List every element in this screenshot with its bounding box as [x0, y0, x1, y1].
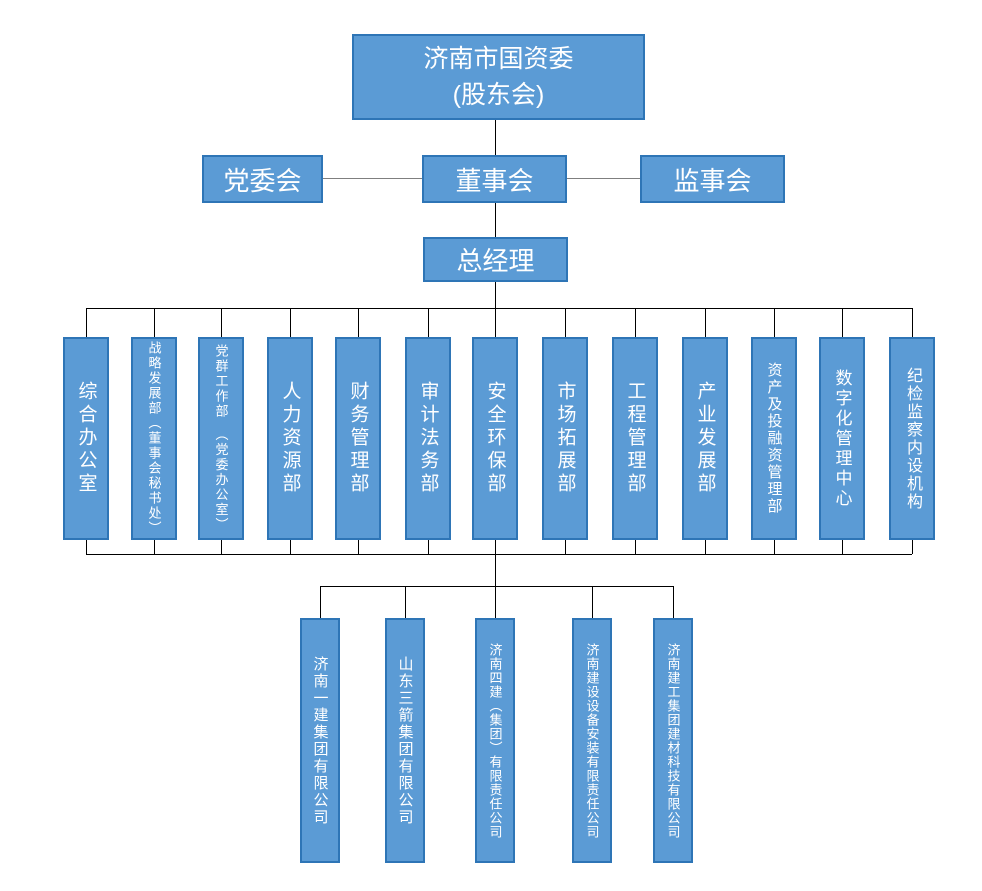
dept-box-finance-management: 财务管理部	[335, 337, 381, 540]
dept-box-human-resources: 人力资源部	[267, 337, 313, 540]
connector-line	[842, 540, 843, 554]
connector-line	[774, 540, 775, 554]
dept-label: 产业发展部	[694, 381, 716, 496]
subsidiary-box-jinan-building-materials-tech: 济南建工集团建材科技有限公司	[653, 618, 693, 863]
connector-line	[290, 308, 291, 337]
dept-label: 安全环保部	[484, 381, 506, 496]
connector-line	[405, 586, 406, 618]
subsidiary-label: 济南四建（集团）有限责任公司	[487, 642, 503, 839]
dept-label: 人力资源部	[279, 381, 301, 496]
dept-label: 数字化管理中心	[832, 368, 852, 509]
connector-line	[323, 178, 422, 179]
connector-line	[705, 540, 706, 554]
node-supervisory-board: 监事会	[640, 155, 785, 203]
connector-line	[86, 540, 87, 554]
dept-box-market-expansion: 市场拓展部	[542, 337, 588, 540]
dept-label: 党群工作部 （党委办公室）	[213, 344, 229, 533]
subsidiary-label: 山东三箭集团有限公司	[396, 655, 414, 826]
dept-label: 综合办公室	[75, 381, 97, 496]
connector-line	[635, 308, 636, 337]
connector-line	[154, 308, 155, 337]
connector-line	[565, 308, 566, 337]
dept-box-industry-development: 产业发展部	[682, 337, 728, 540]
connector-line	[567, 178, 640, 179]
connector-line	[495, 540, 496, 554]
connector-line	[86, 308, 912, 309]
node-party-committee-label: 党委会	[223, 165, 302, 196]
dept-label: 资产及投融资管理部	[765, 362, 783, 515]
node-general-manager-label: 总经理	[456, 246, 535, 276]
node-shareholders-meeting-line1: 济南市国资委	[423, 45, 574, 73]
connector-line	[495, 120, 496, 155]
connector-line	[290, 540, 291, 554]
dept-label: 工程管理部	[624, 381, 646, 496]
subsidiary-box-jinan-construction-equipment: 济南建设设备安装有限责任公司	[572, 618, 612, 863]
node-party-committee: 党委会	[202, 155, 323, 203]
dept-label: 财务管理部	[347, 381, 369, 496]
node-shareholders-meeting: 济南市国资委 (股东会)	[352, 34, 645, 120]
subsidiary-label: 济南建工集团建材科技有限公司	[665, 642, 681, 839]
subsidiary-box-jinan-sijian: 济南四建（集团）有限责任公司	[475, 618, 515, 863]
dept-box-discipline-inspection: 纪检监察内设机构	[889, 337, 935, 540]
dept-box-general-office: 综合办公室	[63, 337, 109, 540]
dept-box-safety-environment: 安全环保部	[472, 337, 518, 540]
dept-label: 纪检监察内设机构	[904, 366, 921, 511]
node-shareholders-meeting-line2: (股东会)	[452, 81, 545, 109]
connector-line	[495, 586, 496, 618]
connector-line	[565, 540, 566, 554]
connector-line	[774, 308, 775, 337]
subsidiary-box-jinan-yijian: 济南一建集团有限公司	[300, 618, 340, 863]
connector-line	[428, 540, 429, 554]
connector-line	[495, 308, 496, 337]
dept-box-strategic-development: 战略发展部（董事会秘书处）	[131, 337, 177, 540]
node-board-of-directors-label: 董事会	[455, 165, 534, 196]
subsidiary-box-shandong-sanjian: 山东三箭集团有限公司	[385, 618, 425, 863]
node-board-of-directors: 董事会	[422, 155, 567, 203]
connector-line	[221, 540, 222, 554]
connector-line	[635, 540, 636, 554]
connector-line	[320, 586, 321, 618]
connector-line	[495, 203, 496, 237]
connector-line	[912, 540, 913, 554]
connector-line	[154, 540, 155, 554]
connector-line	[320, 586, 673, 587]
node-general-manager: 总经理	[423, 237, 568, 282]
connector-line	[495, 282, 496, 308]
dept-box-assets-investment-financing: 资产及投融资管理部	[751, 337, 797, 540]
connector-line	[86, 308, 87, 337]
node-supervisory-board-label: 监事会	[673, 165, 752, 196]
dept-box-audit-legal: 审计法务部	[405, 337, 451, 540]
dept-box-engineering-management: 工程管理部	[612, 337, 658, 540]
connector-line	[86, 554, 912, 555]
connector-line	[358, 308, 359, 337]
connector-line	[221, 308, 222, 337]
connector-line	[428, 308, 429, 337]
connector-line	[592, 586, 593, 618]
dept-label: 市场拓展部	[554, 381, 576, 496]
subsidiary-label: 济南建设设备安装有限责任公司	[584, 642, 600, 839]
dept-label: 战略发展部（董事会秘书处）	[146, 341, 162, 536]
connector-line	[705, 308, 706, 337]
subsidiary-label: 济南一建集团有限公司	[311, 655, 329, 826]
connector-line	[673, 586, 674, 618]
connector-line	[912, 308, 913, 337]
connector-line	[842, 308, 843, 337]
connector-line	[495, 554, 496, 586]
dept-box-party-mass-work: 党群工作部 （党委办公室）	[198, 337, 244, 540]
dept-box-digitalization-center: 数字化管理中心	[819, 337, 865, 540]
dept-label: 审计法务部	[417, 381, 439, 496]
connector-line	[358, 540, 359, 554]
